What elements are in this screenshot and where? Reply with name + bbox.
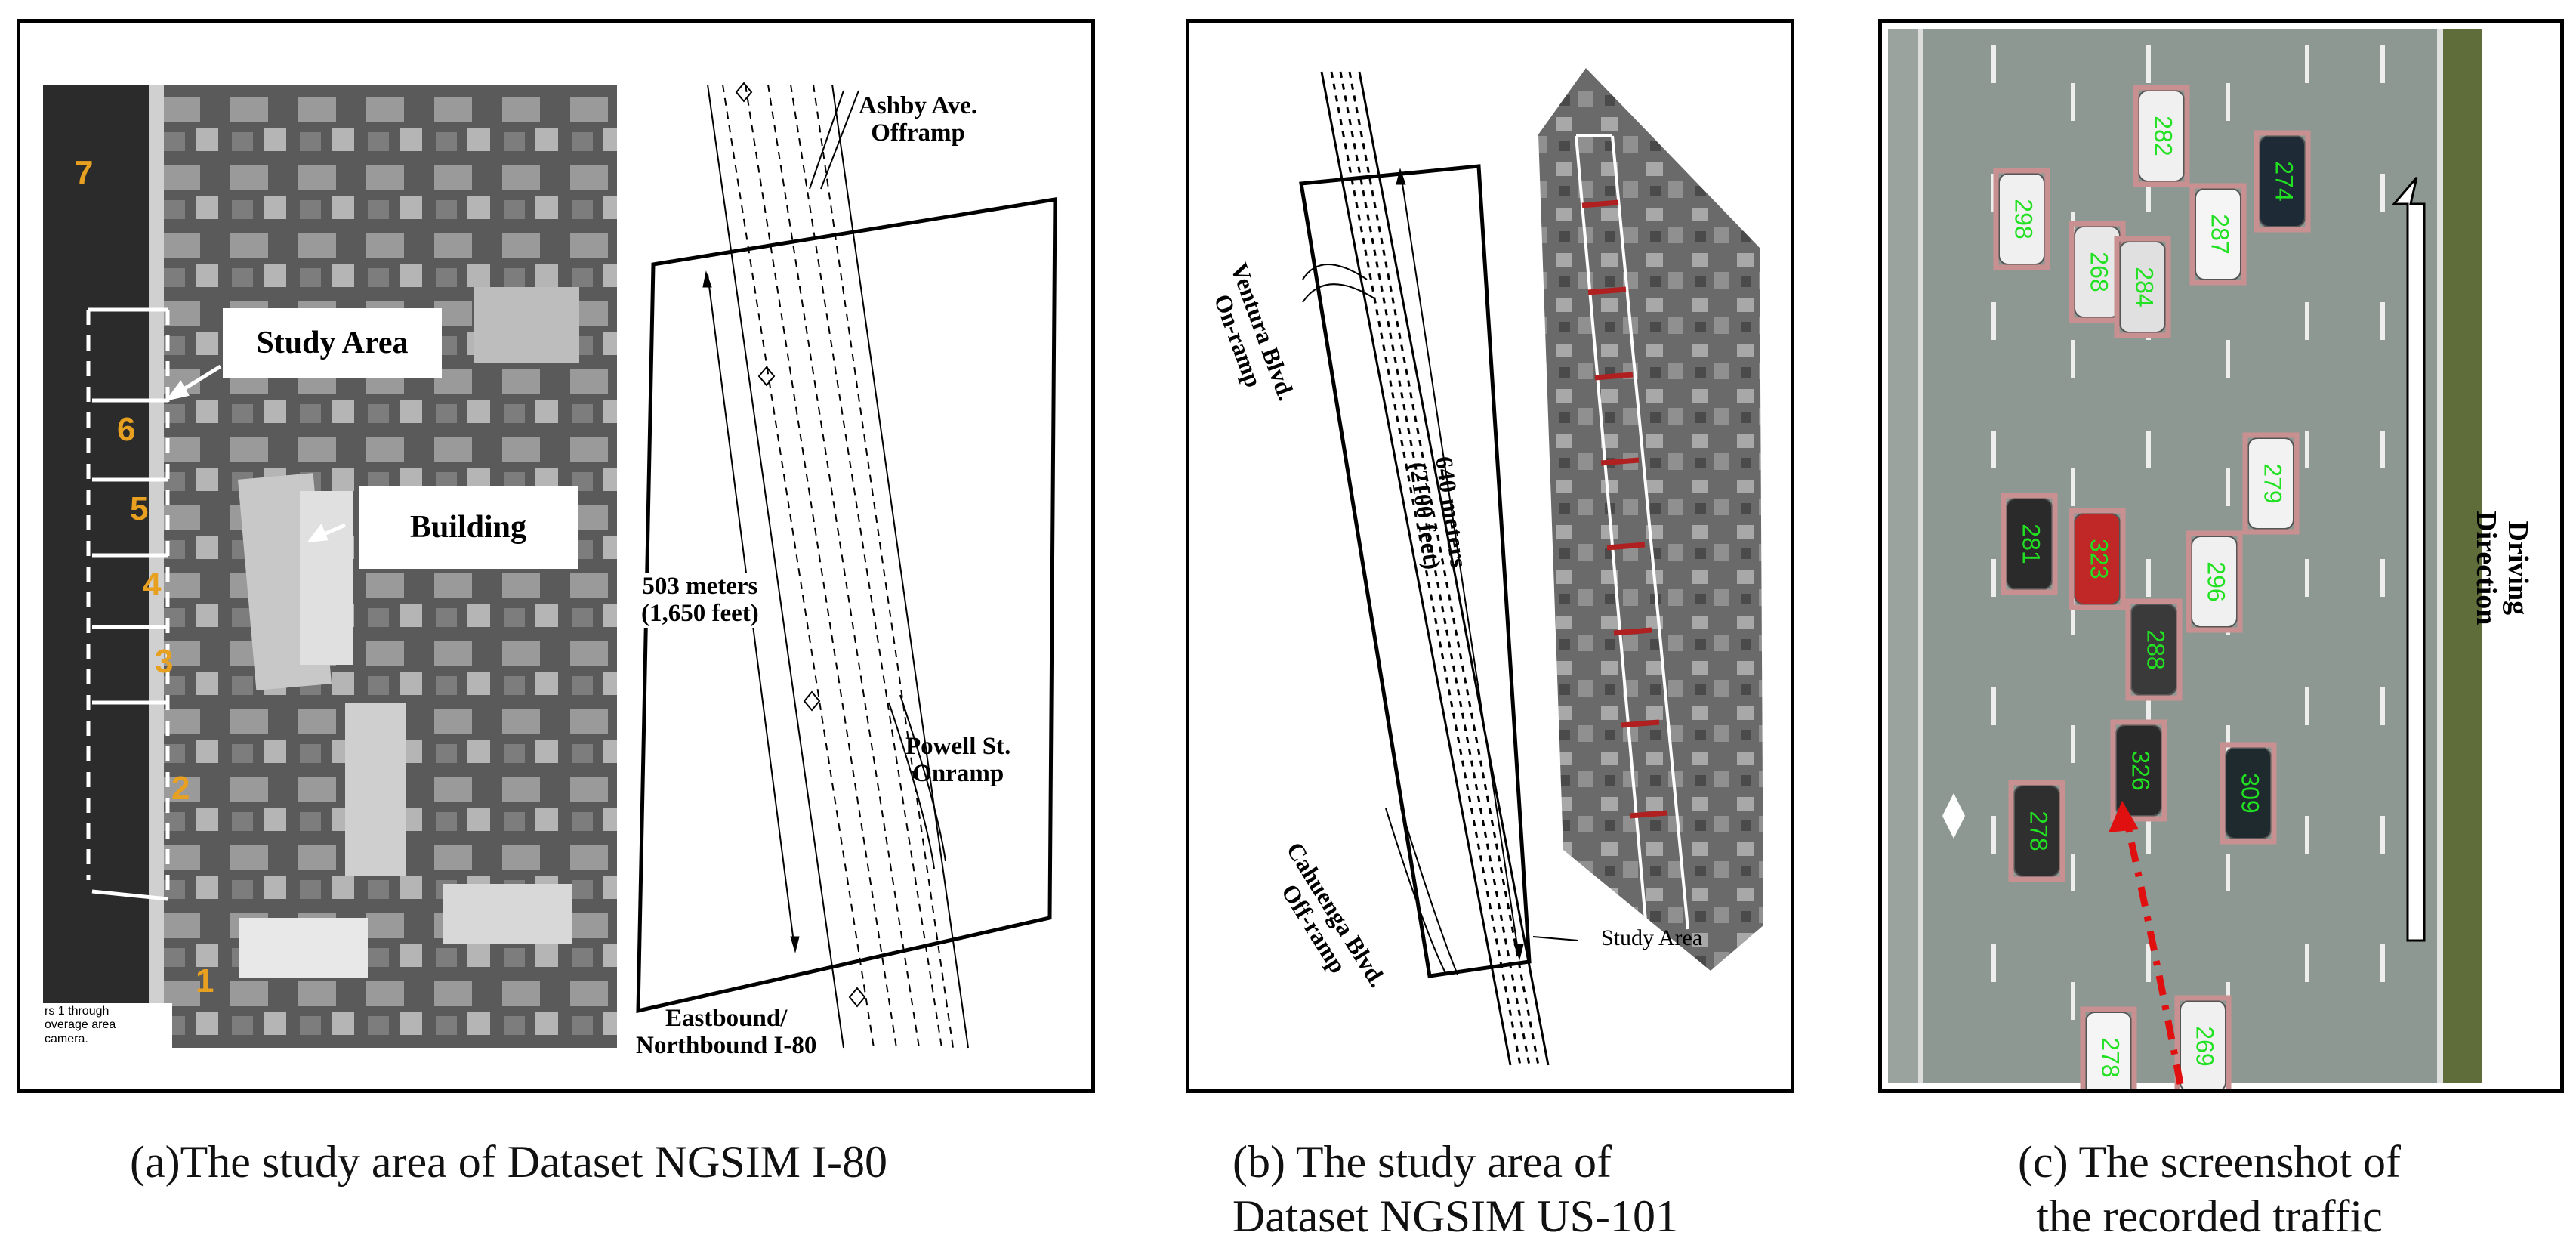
us101-aerial-photo <box>1538 68 1763 971</box>
vehicle <box>2247 437 2294 530</box>
lane-number-7: 7 <box>75 154 94 191</box>
vehicle-trajectory <box>2124 823 2184 1085</box>
vehicle <box>2130 604 2177 696</box>
driving-direction-arrow <box>2391 177 2426 942</box>
vehicle-bounding-box <box>2133 85 2190 187</box>
vehicle <box>1998 173 2045 265</box>
lane-number-4: 4 <box>143 566 162 603</box>
lane-number-3: 3 <box>155 643 174 680</box>
i80-schematic <box>636 82 1057 1049</box>
camera-note: rs 1 through overage area camera. <box>42 1003 172 1050</box>
vehicle <box>2138 90 2185 182</box>
vehicle-id-label: 274 <box>2271 161 2298 201</box>
ashby-offramp-label: Ashby Ave. Offramp <box>859 92 978 147</box>
vehicle-bounding-box <box>2114 236 2171 338</box>
vehicle <box>2225 747 2272 839</box>
vehicle-bounding-box <box>2186 530 2243 633</box>
study-area-callout: Study Area <box>223 308 442 378</box>
vehicle <box>2180 1000 2226 1089</box>
powell-onramp-label: Powell St. Onramp <box>905 733 1011 788</box>
i80-length-label: 503 meters (1,650 feet) <box>641 573 759 628</box>
panel-i80: 7 6 5 4 3 2 1 Study Area Building rs 1 t… <box>17 19 1095 1093</box>
lane-number-5: 5 <box>130 490 149 527</box>
vehicle-bounding-box <box>2110 719 2167 822</box>
vehicle-bounding-box <box>2254 130 2311 233</box>
vehicle-id-label: 323 <box>2086 539 2113 579</box>
vehicle <box>2085 1012 2132 1089</box>
i80-label: Eastbound/ Northbound I-80 <box>636 1005 817 1060</box>
vehicle-id-label: 298 <box>2010 199 2038 239</box>
vehicle <box>2074 513 2121 605</box>
us101-map-graphic <box>1299 68 1763 1066</box>
vehicle <box>2191 536 2238 628</box>
vehicle-id-label: 326 <box>2127 750 2155 790</box>
vehicle-id-label: 278 <box>2097 1037 2124 1077</box>
vehicle <box>2006 498 2053 590</box>
vehicle-id-label: 281 <box>2018 524 2045 564</box>
vehicle-bounding-box <box>2125 598 2183 701</box>
vehicle-layer: 282 298 268 287 274 284 279 281 323 296 288 309 278 3… <box>1993 85 2311 1089</box>
vehicle-id-label: 288 <box>2143 629 2170 669</box>
vehicle-bounding-box <box>1993 168 2050 270</box>
us101-schematic <box>1299 71 1579 1066</box>
vehicle <box>2115 724 2162 817</box>
driving-direction-label: Driving Direction <box>2470 511 2534 626</box>
caption-c: (c) The screenshot of the recorded traff… <box>2018 1137 2402 1241</box>
lane-number-6: 6 <box>117 411 136 448</box>
vehicle-id-label: 279 <box>2260 463 2287 503</box>
study-area-box <box>86 307 170 901</box>
building-callout: Building <box>359 486 578 569</box>
vehicle-id-label: 269 <box>2192 1026 2219 1066</box>
vehicle-id-label: 282 <box>2150 116 2177 156</box>
trajectory-arrowhead <box>2109 801 2139 832</box>
vehicle-id-label: 278 <box>2025 811 2053 851</box>
vehicle-bounding-box <box>2220 742 2277 845</box>
traffic-video-frame: 282 298 268 287 274 284 279 281 323 296 288 309 278 3… <box>1888 29 2482 1089</box>
vehicle-bounding-box <box>2008 780 2065 882</box>
vehicle-bounding-box <box>2189 183 2247 286</box>
vehicle-id-label: 296 <box>2203 561 2230 601</box>
lane-number-2: 2 <box>171 770 190 807</box>
segment-markers <box>1581 199 1668 819</box>
vehicle-id-label: 287 <box>2207 214 2234 254</box>
vehicle <box>2259 135 2306 227</box>
vehicle-bounding-box <box>2069 508 2126 610</box>
vehicle <box>2013 785 2060 877</box>
lane-number-1: 1 <box>196 962 214 999</box>
vehicle-bounding-box <box>2174 995 2232 1089</box>
panel-us101: Ventura Blvd. On-ramp 640 meters (2100 f… <box>1186 19 1794 1093</box>
vehicle-bounding-box <box>2242 432 2300 535</box>
vehicle <box>2119 241 2166 333</box>
vehicle-id-label: 268 <box>2086 252 2113 292</box>
vehicle-id-label: 309 <box>2237 773 2264 813</box>
vehicle <box>2195 188 2241 280</box>
caption-a: (a)The study area of Dataset NGSIM I-80 <box>130 1137 887 1187</box>
vehicle-bounding-box <box>2001 493 2058 595</box>
vehicle-id-label: 284 <box>2131 267 2158 307</box>
us101-study-area-label: Study Area <box>1601 925 1703 950</box>
caption-b: (b) The study area of Dataset NGSIM US-1… <box>1232 1137 1678 1241</box>
panel-traffic-screenshot: 282 298 268 287 274 284 279 281 323 296 288 309 278 3… <box>1878 19 2564 1093</box>
vehicle-bounding-box <box>2080 1006 2137 1089</box>
